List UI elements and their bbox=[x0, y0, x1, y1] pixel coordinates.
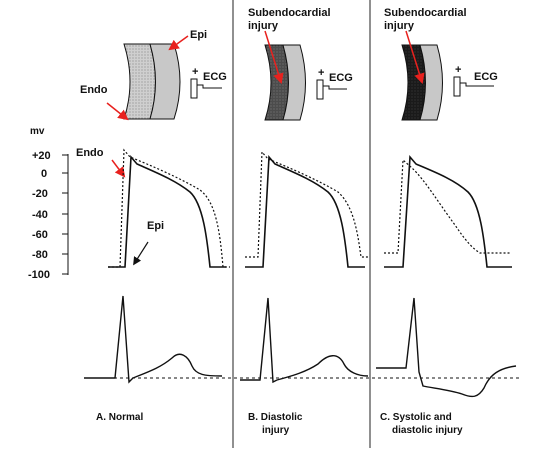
subendocardial-arrow-b bbox=[264, 30, 284, 85]
endo-label-ap: Endo bbox=[76, 147, 104, 159]
ecg-label-b: ECG bbox=[329, 72, 353, 84]
panel-c-header-line1: Subendocardial bbox=[384, 7, 467, 19]
ecg-plus-c: + bbox=[455, 64, 461, 76]
ecg-trace-a bbox=[84, 295, 223, 384]
tissue-slab-diastolic bbox=[264, 44, 306, 121]
endo-pointer-arrow bbox=[106, 102, 129, 121]
panel-b-header-line2: injury bbox=[248, 20, 279, 32]
ecg-electrode-c: + ECG bbox=[453, 64, 498, 97]
ecg-electrode-a: + ECG bbox=[190, 66, 227, 99]
ap-axis bbox=[62, 154, 69, 275]
ap-epi-trace-c bbox=[384, 154, 512, 268]
epi-pointer-arrow bbox=[168, 35, 189, 51]
ecg-plus-a: + bbox=[192, 66, 198, 78]
caption-c-line1: C. Systolic and bbox=[380, 412, 452, 423]
ap-tick: -20 bbox=[32, 188, 48, 200]
ap-epi-trace-b bbox=[245, 154, 365, 268]
ap-tick: +20 bbox=[32, 150, 51, 162]
ecg-plus-b: + bbox=[318, 67, 324, 79]
caption-c: C. Systolic and diastolic injury bbox=[380, 412, 463, 436]
ap-tick: -40 bbox=[32, 209, 48, 221]
panel-c-header: Subendocardial injury bbox=[384, 7, 470, 32]
epi-label: Epi bbox=[190, 29, 207, 41]
ap-endo-trace-c bbox=[384, 158, 510, 254]
epi-label-ap: Epi bbox=[147, 220, 164, 232]
ap-tick: -60 bbox=[32, 229, 48, 241]
tissue-slab-normal bbox=[123, 43, 181, 120]
ap-endo-trace-b bbox=[245, 150, 368, 258]
caption-a: A. Normal bbox=[96, 412, 143, 423]
panel-b-header-line1: Subendocardial bbox=[248, 7, 331, 19]
ap-tick: -80 bbox=[32, 249, 48, 261]
ap-axis-unit: mv bbox=[30, 126, 45, 137]
tissue-endo-layer-normal bbox=[123, 43, 156, 120]
tissue-epi-layer-normal bbox=[149, 43, 181, 120]
ap-tick: -100 bbox=[28, 269, 50, 281]
ecg-trace-b bbox=[240, 297, 369, 384]
ecg-label-c: ECG bbox=[474, 71, 498, 83]
caption-c-line2: diastolic injury bbox=[392, 425, 463, 436]
subendocardial-arrow-c bbox=[405, 30, 425, 85]
ap-endo-trace-a bbox=[108, 148, 230, 268]
ap-tick: 0 bbox=[41, 168, 47, 180]
endo-label-tissue: Endo bbox=[80, 84, 108, 96]
caption-b-line2: injury bbox=[262, 425, 290, 436]
tissue-slab-systolic-diastolic bbox=[401, 44, 443, 121]
ecg-trace-c bbox=[376, 297, 517, 398]
panel-b-header: Subendocardial injury bbox=[248, 7, 334, 32]
caption-b: B. Diastolic injury bbox=[248, 412, 305, 436]
ecg-label-a: ECG bbox=[203, 71, 227, 83]
panel-c-header-line2: injury bbox=[384, 20, 415, 32]
tissue-epi-layer-b bbox=[282, 44, 306, 121]
epi-ap-pointer-arrow bbox=[133, 241, 149, 266]
tissue-epi-layer-c bbox=[419, 44, 443, 121]
ecg-electrode-b: + ECG bbox=[316, 67, 353, 100]
ap-epi-trace-a bbox=[108, 154, 226, 268]
caption-b-line1: B. Diastolic bbox=[248, 412, 303, 423]
endo-ap-pointer-arrow bbox=[111, 159, 126, 178]
tissue-endo-layer-injured-b bbox=[264, 44, 289, 121]
